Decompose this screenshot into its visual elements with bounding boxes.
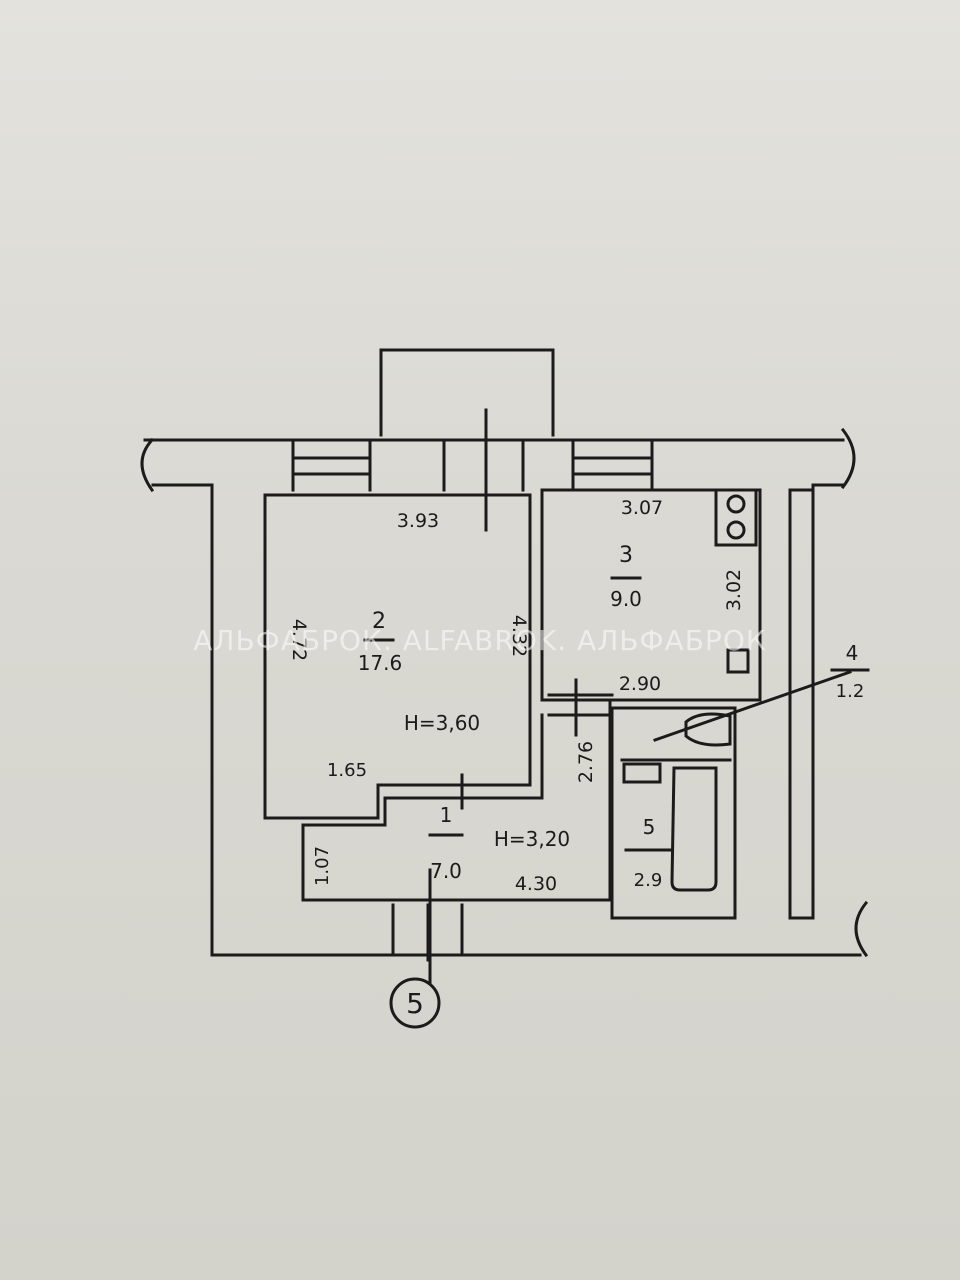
dim-hall-right: 2.76	[575, 741, 597, 783]
dim-room2-top: 3.93	[397, 510, 439, 532]
toilet-fixture	[684, 712, 732, 747]
entrance-marker-label: 5	[406, 987, 424, 1020]
kitchen-sink	[726, 648, 750, 674]
door-room3-hall	[547, 678, 614, 737]
watermark: АЛЬФАБРОК. ALFABROK. АЛЬФАБРОК	[193, 624, 766, 657]
room-1-area: 7.0	[430, 859, 462, 883]
room-3-area: 9.0	[610, 587, 642, 611]
window-room2	[291, 438, 372, 492]
room-5-number: 5	[643, 815, 656, 839]
kitchen-stove	[714, 488, 758, 547]
room-4-number: 4	[846, 641, 859, 665]
dim-room3-top: 3.07	[621, 497, 663, 519]
entrance-door	[391, 903, 464, 962]
room-2-wall	[263, 493, 532, 820]
room-4-leader	[653, 670, 852, 742]
dim-room3-right: 3.02	[723, 569, 745, 611]
hall-wall	[301, 698, 612, 902]
room-5-area: 2.9	[634, 870, 663, 891]
room-3-wall	[540, 488, 762, 702]
room-1-number: 1	[440, 803, 453, 827]
room-2-area: 17.6	[358, 651, 403, 675]
wall-break-right-top	[840, 427, 856, 490]
room-3-number: 3	[619, 543, 633, 568]
dim-hall-bottom: 4.30	[515, 873, 557, 895]
room-2-number: 2	[372, 609, 386, 634]
wall-break-left	[140, 437, 155, 493]
window-balcony-door	[442, 438, 525, 492]
outer-wall-top-inner	[151, 483, 862, 957]
dim-room2-left: 4.72	[288, 619, 310, 661]
bath-sink	[622, 762, 662, 784]
stove-burner-2	[726, 520, 746, 540]
height-hall: H=3,20	[494, 827, 570, 851]
room-4-area: 1.2	[836, 681, 865, 702]
stove-burner-1	[726, 494, 746, 514]
dim-hall-left: 1.07	[312, 846, 333, 886]
dim-room3-bottom: 2.90	[619, 673, 661, 695]
wall-break-right-bottom	[854, 900, 869, 958]
bathtub	[670, 766, 718, 892]
window-room3	[571, 438, 654, 492]
balcony-outline	[379, 348, 555, 437]
dim-room2-bottom: 1.65	[327, 760, 367, 781]
dim-room2-right: 4.32	[508, 615, 530, 657]
height-living: H=3,60	[404, 711, 480, 735]
entrance-marker-circle	[389, 977, 441, 1029]
outer-wall-top-inner-right	[788, 483, 845, 920]
bath-block-wall	[610, 706, 737, 920]
